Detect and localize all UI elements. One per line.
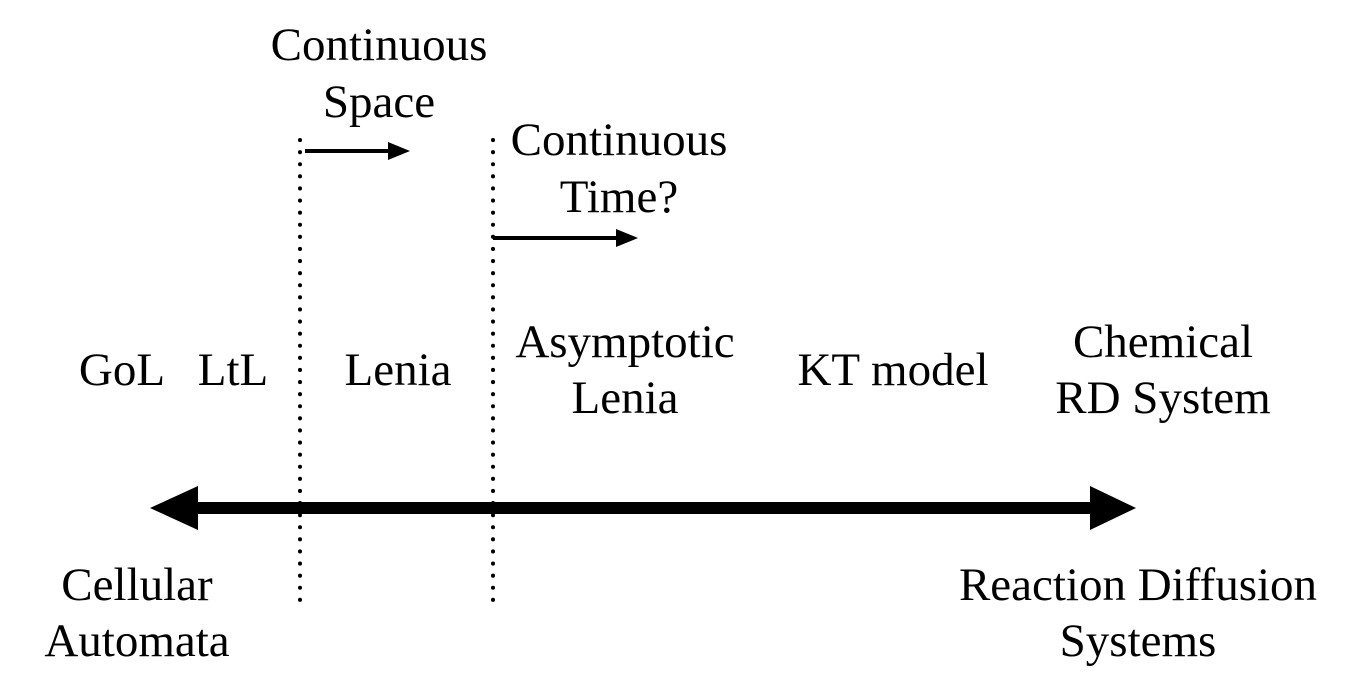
continuous-space-label-line2: Space — [323, 76, 435, 128]
continuous-time-label-line2: Time? — [560, 171, 678, 223]
model-lenia: Lenia — [345, 344, 452, 396]
axis-right-arrowhead — [1090, 486, 1136, 530]
model-gol: GoL — [79, 344, 165, 396]
axis-end-right-line1: Reaction Diffusion — [959, 559, 1317, 611]
continuous-time-label-line1: Continuous — [511, 114, 728, 166]
continuous-time-arrow — [493, 229, 638, 247]
continuous-space-label-line1: Continuous — [271, 19, 488, 71]
model-chemical-rd-line1: Chemical — [1073, 316, 1253, 368]
axis-end-left-line1: Cellular — [61, 559, 213, 611]
model-kt: KT model — [797, 344, 988, 396]
axis-left-arrowhead — [150, 486, 198, 530]
model-ltl: LtL — [198, 344, 268, 396]
model-asymptotic-lenia-line2: Lenia — [572, 372, 679, 424]
model-asymptotic-lenia-line1: Asymptotic — [515, 316, 734, 368]
axis-end-left-line2: Automata — [44, 615, 229, 667]
continuous-space-arrow — [305, 142, 410, 160]
model-chemical-rd-line2: RD System — [1055, 372, 1270, 424]
axis-end-right-line2: Systems — [1060, 615, 1217, 667]
spectrum-axis-arrow — [150, 486, 1136, 530]
